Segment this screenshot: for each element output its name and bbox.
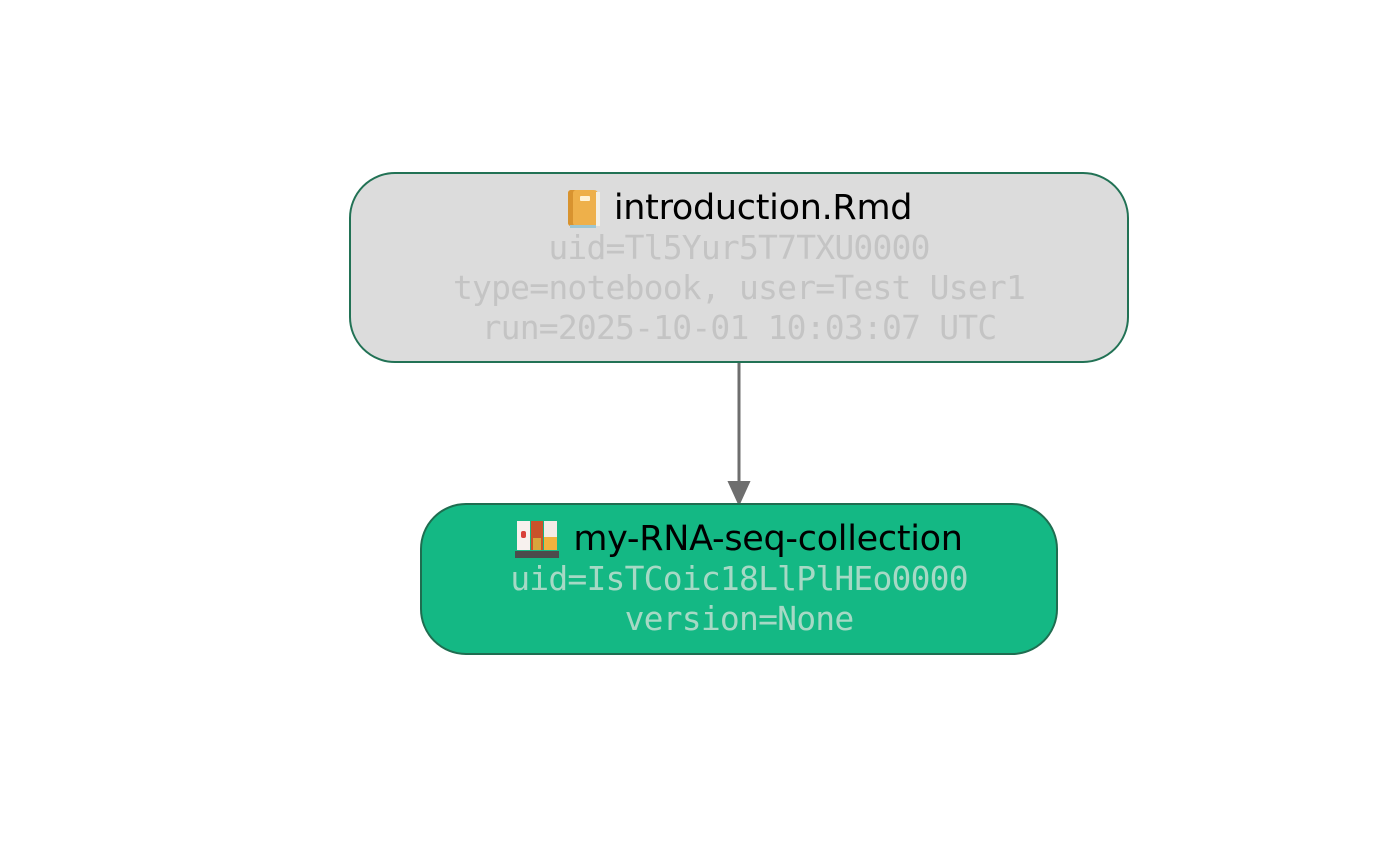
book-icon	[566, 189, 600, 229]
node-version: version=None	[624, 599, 855, 638]
node-run-introduction-rmd[interactable]: introduction.Rmd uid=Tl5Yur5T7TXU0000 ty…	[349, 172, 1129, 363]
node-run-time: run=2025-10-01 10:03:07 UTC	[481, 307, 998, 347]
collection-icon	[515, 520, 560, 558]
node-collection-my-rna-seq[interactable]: my-RNA-seq-collection uid=IsTCoic18LlPlH…	[420, 503, 1058, 655]
node-type-user: type=notebook, user=Test User1	[452, 267, 1026, 307]
node-title-row: introduction.Rmd	[566, 188, 912, 228]
node-title: my-RNA-seq-collection	[573, 519, 963, 559]
node-title: introduction.Rmd	[613, 187, 913, 228]
node-title-row: my-RNA-seq-collection	[515, 519, 963, 559]
edge-arrowhead	[727, 481, 751, 507]
node-uid: uid=IsTCoic18LlPlHEo0000	[510, 559, 968, 598]
node-uid: uid=Tl5Yur5T7TXU0000	[548, 227, 930, 267]
